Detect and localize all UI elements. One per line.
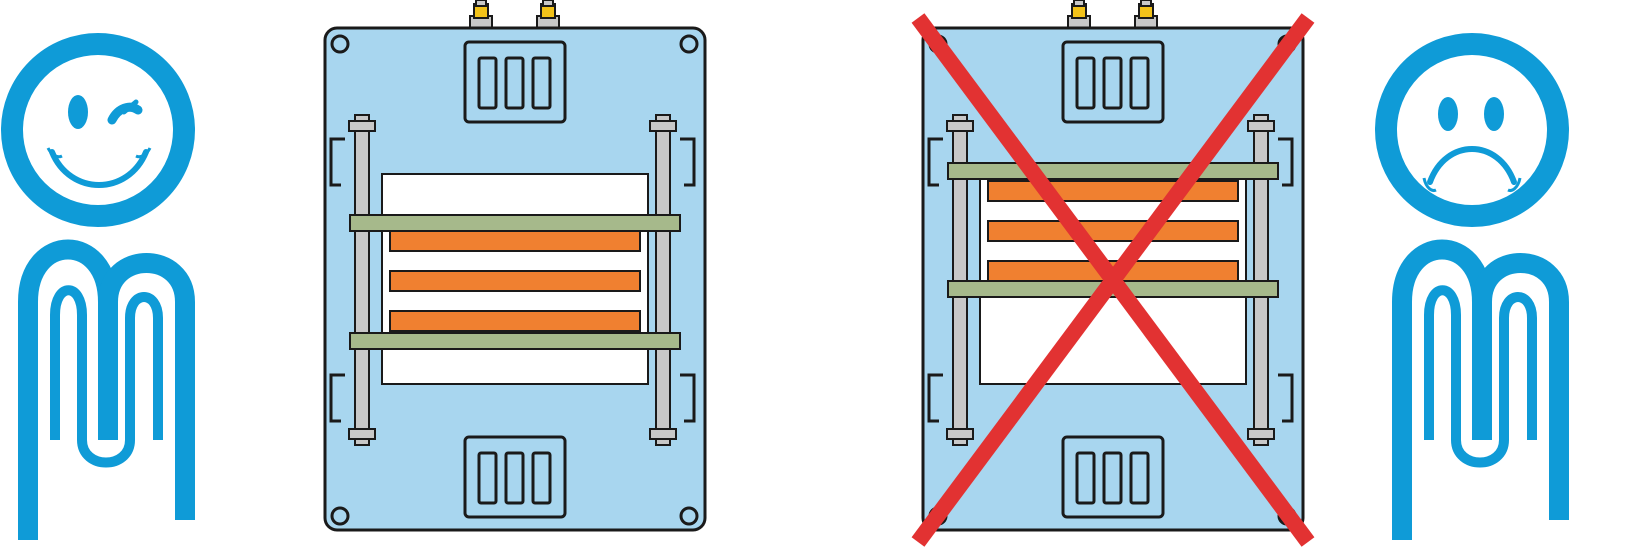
connector-icon [1134,0,1158,29]
red-cross-icon [911,13,1315,547]
connector-icon [469,0,493,29]
connector-icon [536,0,560,29]
connector-icon [1067,0,1091,29]
happy-winking-mascot-icon [1,33,195,540]
sad-mascot-icon [1375,33,1569,540]
correct-mounting-panel [323,0,707,532]
